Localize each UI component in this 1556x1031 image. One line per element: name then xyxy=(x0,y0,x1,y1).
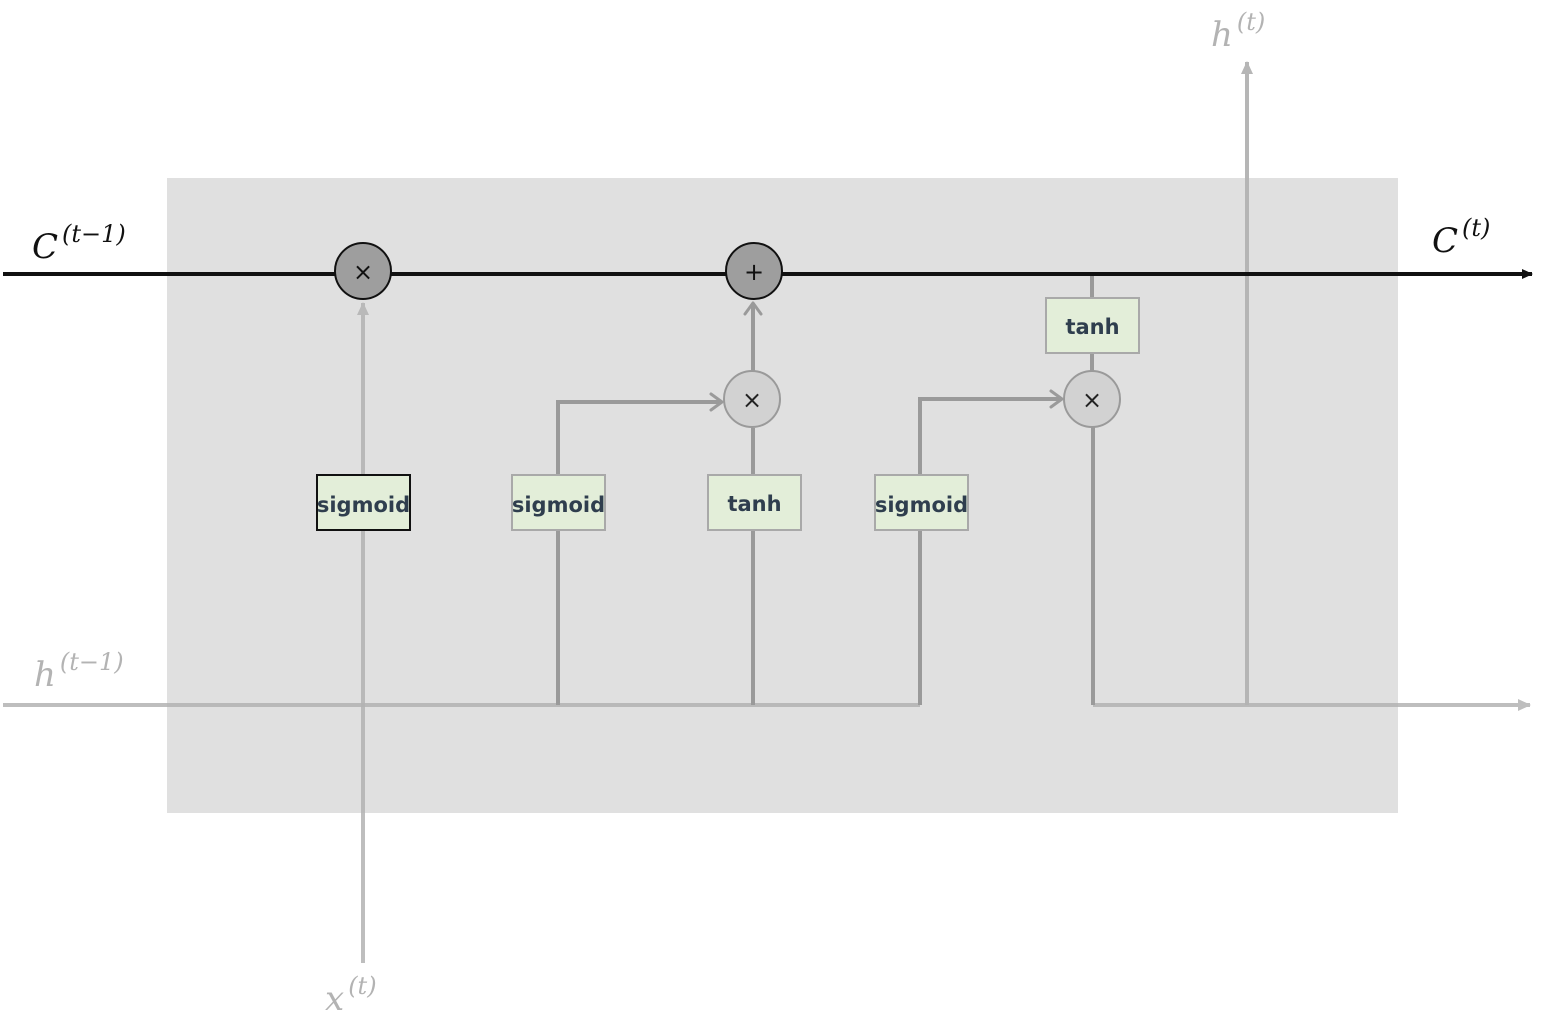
output-gate-sigmoid: sigmoid xyxy=(874,474,969,531)
forget-multiply-node: × xyxy=(334,242,392,300)
output-gate-label: sigmoid xyxy=(875,493,968,517)
candidate-tanh: tanh xyxy=(707,474,802,531)
input-multiply-node: × xyxy=(723,370,781,428)
output-multiply-node: × xyxy=(1063,370,1121,428)
input-multiply-symbol: × xyxy=(742,386,762,414)
label-h-prev: h(t−1) xyxy=(34,648,124,695)
cell-add-node: + xyxy=(725,242,783,300)
label-c-prev: C(t−1) xyxy=(32,220,126,267)
input-gate-sigmoid: sigmoid xyxy=(511,474,606,531)
label-x-in: x(t) xyxy=(325,972,377,1019)
cell-tanh-label: tanh xyxy=(1065,315,1119,339)
label-h-next: h(t) xyxy=(1211,8,1265,55)
label-c-next: C(t) xyxy=(1432,214,1490,261)
input-gate-label: sigmoid xyxy=(512,493,605,517)
forget-gate-sigmoid: sigmoid xyxy=(316,474,411,531)
forget-gate-label: sigmoid xyxy=(317,493,410,517)
cell-tanh: tanh xyxy=(1045,297,1140,354)
candidate-tanh-label: tanh xyxy=(727,492,781,516)
forget-multiply-symbol: × xyxy=(353,258,373,286)
output-gate-line xyxy=(918,389,1064,705)
input-gate-line xyxy=(556,392,724,705)
output-multiply-symbol: × xyxy=(1082,386,1102,414)
cell-add-symbol: + xyxy=(744,258,764,286)
